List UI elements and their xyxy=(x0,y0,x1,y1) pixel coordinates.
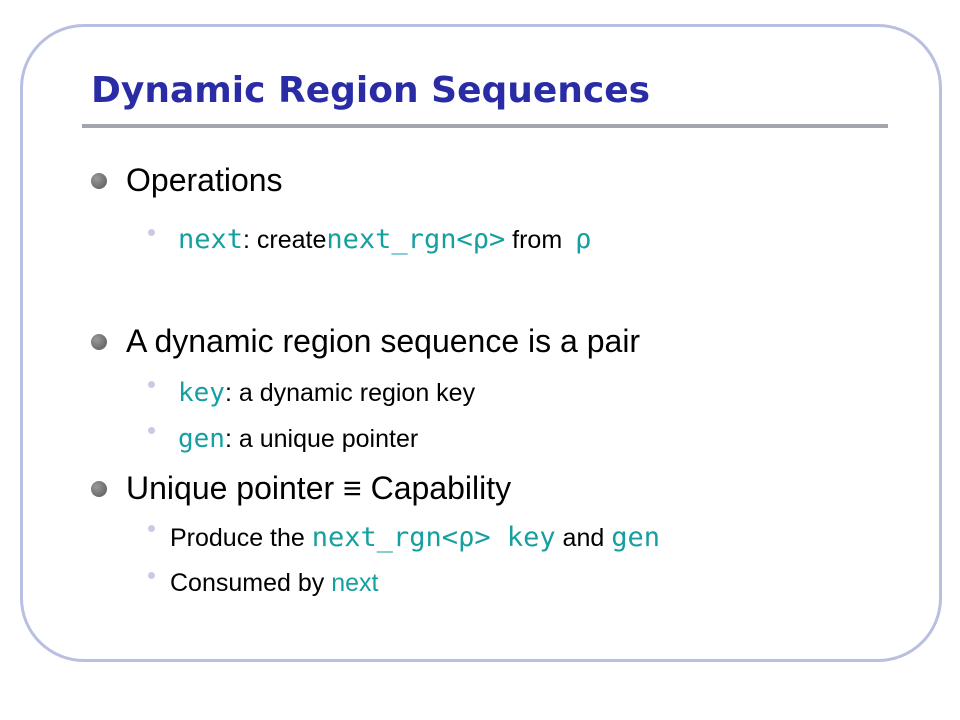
sub-bullet-dot-icon xyxy=(148,381,155,388)
code-key: key xyxy=(178,378,225,408)
code-next: next xyxy=(178,224,244,255)
sub-bullet-text: : create xyxy=(243,226,327,254)
slide-frame xyxy=(20,24,942,662)
sub-bullet-text: Consumed by xyxy=(170,569,332,597)
title-divider xyxy=(82,124,888,128)
sub-bullet-text: from xyxy=(505,226,570,254)
sub-bullet-text: : a unique pointer xyxy=(224,425,419,453)
sub-bullet-dot-icon xyxy=(148,229,155,236)
code-next-rgn: next_rgn<ρ> xyxy=(311,522,491,553)
bullet-unique-pointer: Unique pointer ≡ Capability xyxy=(91,470,511,507)
sub-bullet-gen: gen : a unique pointer xyxy=(148,424,419,454)
slide-title: Dynamic Region Sequences xyxy=(91,70,651,111)
bullet-text: A dynamic region sequence is a pair xyxy=(126,323,641,359)
sub-bullet-produce: Produce the next_rgn<ρ> key and gen xyxy=(148,522,660,553)
bullet-dot-icon xyxy=(91,172,107,189)
code-gen: gen xyxy=(611,522,660,553)
code-gen: gen xyxy=(178,424,225,454)
bullet-text: Unique pointer ≡ Capability xyxy=(126,470,512,506)
sub-bullet-dot-icon xyxy=(148,525,155,532)
bullet-dot-icon xyxy=(91,333,107,350)
sub-bullet-text: : a dynamic region key xyxy=(224,379,476,407)
code-rho: ρ xyxy=(575,224,592,255)
sub-bullet-dot-icon xyxy=(148,572,155,579)
bullet-text: Operations xyxy=(126,162,283,198)
bullet-dot-icon xyxy=(91,480,107,497)
sub-bullet-consumed: Consumed by next xyxy=(148,569,379,598)
sub-bullet-text: Produce the xyxy=(170,524,312,552)
sub-bullet-key: key : a dynamic region key xyxy=(148,378,476,408)
text-next: next xyxy=(331,569,379,597)
sub-bullet-dot-icon xyxy=(148,427,155,434)
code-key: key xyxy=(490,522,556,553)
bullet-region-sequence: A dynamic region sequence is a pair xyxy=(91,323,640,360)
code-next-rgn: next_rgn<ρ> xyxy=(326,224,506,255)
bullet-operations: Operations xyxy=(91,162,283,199)
sub-bullet-next: next : create next_rgn<ρ> from ρ xyxy=(148,224,592,255)
sub-bullet-text: and xyxy=(555,524,612,552)
